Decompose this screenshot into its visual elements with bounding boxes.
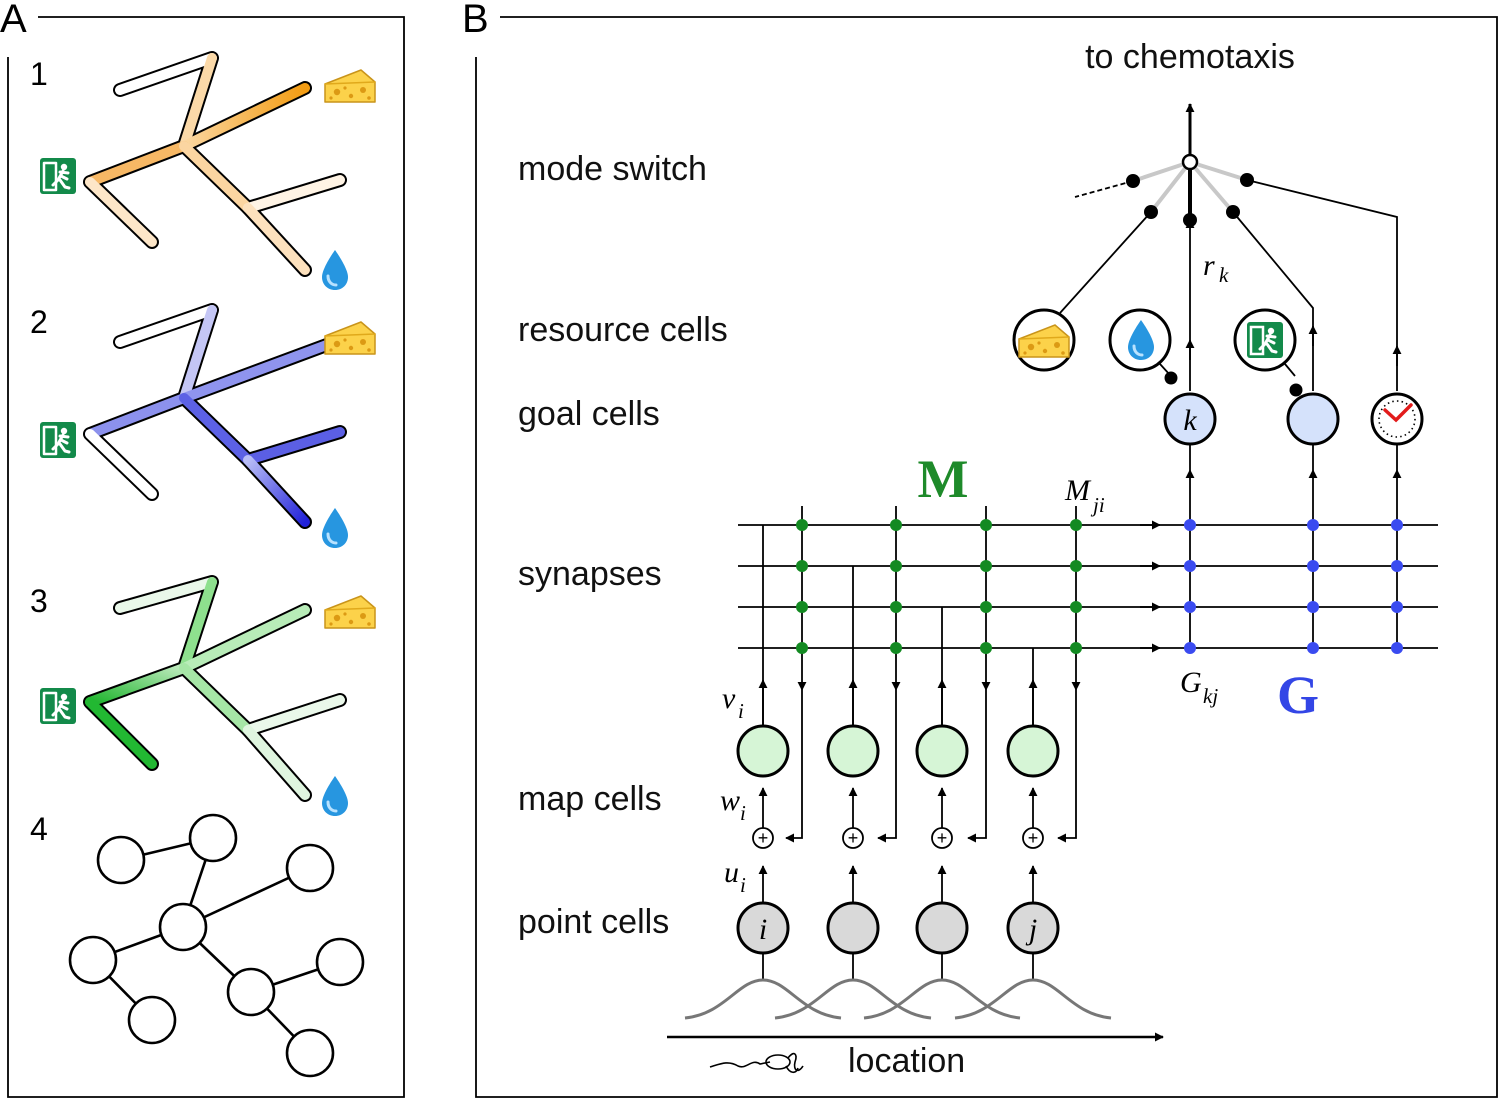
map-cells	[736, 724, 1060, 778]
cell-connections	[758, 787, 1038, 980]
water-drop-icon	[320, 248, 350, 292]
m-entry-subscript: ji	[1090, 493, 1105, 517]
exit-sign-icon	[38, 686, 78, 726]
maze-2	[38, 303, 376, 550]
cheese-icon	[324, 321, 376, 355]
panel-a-frame	[7, 16, 405, 1098]
synapses-label: synapses	[518, 555, 662, 593]
goal-cell-exit	[1286, 392, 1340, 446]
m-entry-symbol: M	[1064, 474, 1092, 507]
w-subscript: i	[740, 801, 746, 825]
cheese-icon	[324, 595, 376, 629]
adders: + + + +	[752, 827, 1044, 849]
exit-sign-icon	[38, 156, 78, 196]
synapse-grid	[738, 445, 1438, 843]
map-cells-label: map cells	[518, 780, 662, 818]
graph-4-number: 4	[30, 811, 48, 847]
maze-3-number: 3	[30, 583, 48, 619]
water-drop-icon	[320, 774, 350, 818]
panel-a-letter: A	[0, 0, 27, 41]
cheese-icon	[324, 69, 376, 103]
u-subscript: i	[740, 873, 746, 897]
resource-cell-water	[1108, 308, 1172, 372]
r-symbol: r	[1203, 249, 1215, 282]
goal-cells-label: goal cells	[518, 395, 660, 433]
synapses-g	[1184, 519, 1403, 654]
point-cell-i-label: i	[759, 913, 767, 946]
synapses-m	[796, 519, 1082, 654]
maze-3	[38, 575, 376, 818]
maze-1-number: 1	[30, 56, 48, 92]
goal-cell-k: k	[1163, 392, 1217, 446]
adder-plus: +	[1028, 828, 1039, 848]
panel-b: B to chemotaxis mode switch resource cel…	[462, 0, 1498, 1098]
mode-switch: r k	[1059, 103, 1402, 391]
graph-4	[68, 813, 365, 1078]
v-symbol: v	[722, 682, 736, 715]
resource-cells	[1012, 308, 1303, 397]
maze-2-number: 2	[30, 304, 48, 340]
worm-icon	[709, 1052, 804, 1074]
resource-cell-exit	[1233, 308, 1297, 372]
point-cells-label: point cells	[518, 903, 669, 941]
panel-a: A 1 2 3 4	[0, 0, 405, 1098]
adder-plus: +	[937, 828, 948, 848]
g-entry-symbol: G	[1180, 666, 1202, 699]
location-label: location	[848, 1042, 965, 1080]
r-subscript: k	[1219, 263, 1229, 287]
matrix-g-label: G	[1277, 665, 1319, 725]
mode-switch-label: mode switch	[518, 150, 707, 188]
point-cells: i j	[736, 901, 1060, 955]
adder-plus: +	[758, 828, 769, 848]
g-entry-subscript: kj	[1203, 684, 1218, 708]
goal-cells: k	[1163, 392, 1424, 446]
resource-cells-label: resource cells	[518, 311, 728, 349]
clock-icon	[1370, 392, 1424, 446]
tuning-curves	[684, 978, 1112, 1020]
resource-cell-cheese	[1012, 308, 1076, 372]
u-symbol: u	[724, 856, 739, 889]
panel-b-frame	[475, 16, 1498, 1098]
maze-1	[38, 51, 376, 292]
exit-sign-icon	[38, 420, 78, 460]
point-cell-j-label: j	[1025, 913, 1037, 946]
matrix-m-label: M	[918, 449, 969, 509]
to-chemotaxis-label: to chemotaxis	[1085, 38, 1295, 76]
goal-cell-k-label: k	[1183, 404, 1197, 437]
water-drop-icon	[320, 506, 350, 550]
panel-b-letter: B	[462, 0, 489, 41]
v-subscript: i	[738, 699, 744, 723]
w-symbol: w	[720, 784, 740, 817]
adder-plus: +	[848, 828, 859, 848]
exit-sign-icon	[1245, 320, 1285, 360]
